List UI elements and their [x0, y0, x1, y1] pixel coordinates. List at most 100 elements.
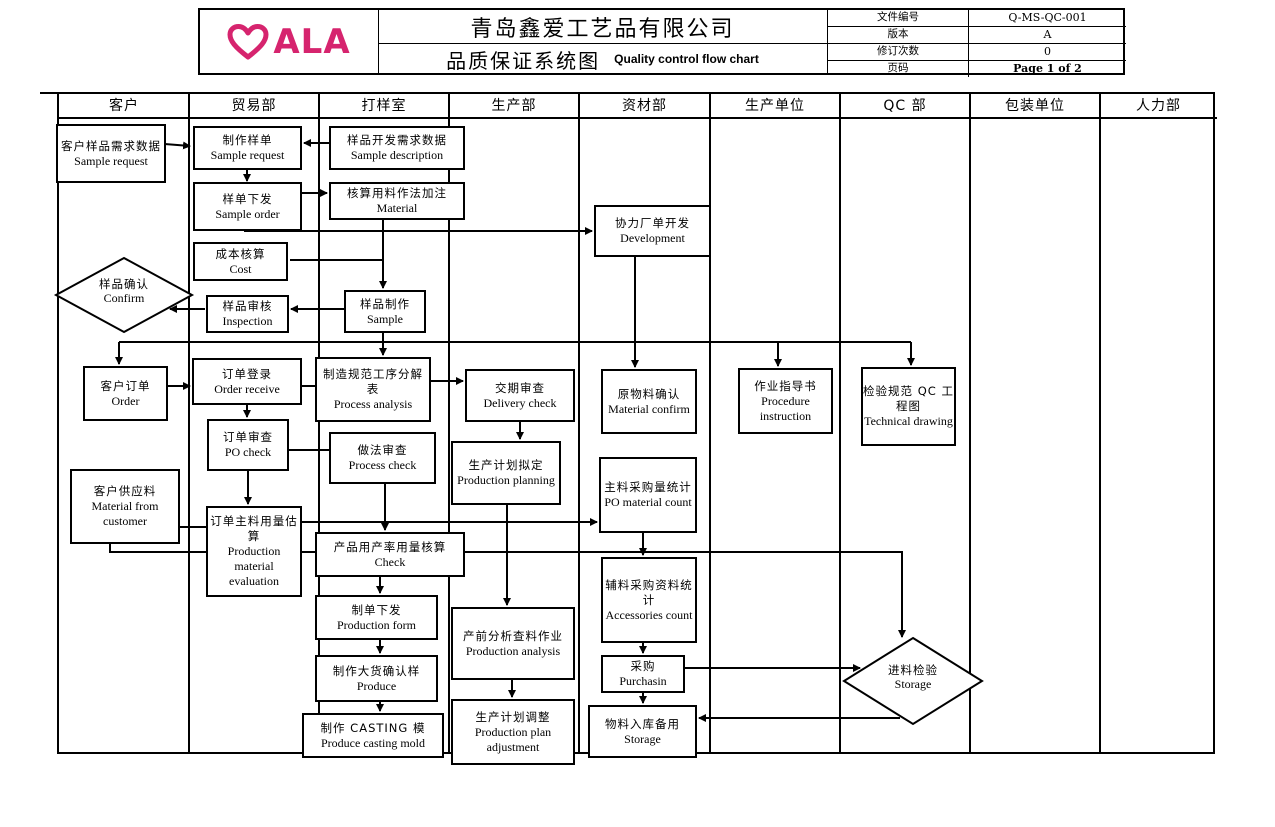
lane-header-production-unit: 生产单位 [710, 93, 840, 119]
node-label-cn: 生产计划调整 [475, 709, 551, 724]
node-label-cn: 样品审核 [222, 299, 273, 313]
node-label-cn: 制造规范工序分解表 [323, 367, 423, 396]
node-label-en: Material confirm [608, 401, 690, 416]
node-label-en: Production material evaluation [227, 544, 281, 588]
lane-header-customer: 客户 [59, 93, 189, 119]
node-label-cn: 客户订单 [100, 378, 151, 393]
company-name: 青岛鑫爱工艺品有限公司 [378, 10, 827, 44]
node-label-cn: 做法审查 [357, 443, 408, 457]
node-label-en: Production planning [457, 473, 555, 487]
node-label-en: Produce [356, 678, 397, 693]
meta-row-page: 页码 Page 1 of 2 [828, 61, 1126, 77]
top-rule [40, 92, 1215, 94]
node-label-en: Production form [337, 617, 416, 632]
node-label-cn: 制作大货确认样 [332, 663, 421, 678]
node-label-en: Storage [624, 731, 661, 746]
node-label-en: Order [111, 393, 140, 408]
node-label-cn: 生产计划拟定 [468, 458, 544, 472]
lane-header-hr: 人力部 [1100, 93, 1217, 119]
meta-row-revision: 修订次数 0 [828, 44, 1126, 61]
node-label-cn: 样品开发需求数据 [347, 133, 447, 147]
node-label-cn: 制作 CASTING 模 [320, 720, 426, 735]
node-label-en: Order receive [214, 381, 280, 396]
node-label-en: Confirm [103, 290, 145, 305]
node-label-cn: 核算用料作法加注 [347, 186, 447, 200]
node-label-cn: 产品用产率用量核算 [333, 539, 447, 554]
node-label-en: Check [374, 554, 406, 569]
meta-row-version: 版本 A [828, 27, 1126, 44]
node-label-cn: 客户供应料 [93, 484, 157, 498]
lane-divider [1099, 93, 1101, 752]
lane-header-trade: 贸易部 [189, 93, 319, 119]
node-label-en: Cost [229, 261, 252, 276]
lane-divider [188, 93, 190, 752]
node-label-en: Inspection [222, 314, 273, 328]
node-label-en: Procedure instruction [759, 393, 812, 423]
node-label-cn: 交期审查 [495, 380, 545, 395]
node-label-en: Storage [894, 676, 932, 691]
meta-value: Q-MS-QC-001 [1008, 11, 1087, 24]
meta-label: 版本 [828, 27, 969, 43]
node-label-en: Sample order [215, 206, 280, 221]
node-label-cn: 客户样品需求数据 [61, 138, 161, 153]
node-label-en: Purchasin [619, 674, 667, 688]
node-label-cn: 采购 [630, 659, 656, 673]
lane-divider [969, 93, 971, 752]
node-label-en: Production plan adjustment [474, 724, 552, 754]
lane-header-qc: QC 部 [840, 93, 970, 119]
node-label-cn: 成本核算 [215, 246, 266, 261]
node-label-cn: 物料入库备用 [605, 716, 680, 731]
meta-value: Page 1 of 2 [1013, 62, 1082, 75]
node-label-cn: 协力厂单开发 [615, 216, 690, 230]
lane-divider [709, 93, 711, 752]
document-title-en: Quality control flow chart [614, 52, 759, 66]
heart-icon [227, 23, 269, 59]
node-label-en: Sample [367, 311, 403, 326]
node-label-en: Process check [348, 458, 417, 472]
node-label-cn: 产前分析查料作业 [463, 628, 563, 643]
node-label-en: Delivery check [483, 395, 557, 410]
node-label-en: Development [620, 231, 685, 245]
node-label-cn: 样品制作 [360, 296, 410, 311]
node-label-cn: 原物料确认 [617, 386, 681, 401]
meta-value: A [1043, 28, 1052, 41]
node-label-en: Sample request [210, 148, 285, 162]
node-label-en: Sample description [350, 148, 444, 162]
node-label-en: Produce casting mold [321, 735, 425, 750]
node-label-en: PO check [224, 445, 272, 459]
node-label-cn: 辅料采购资料统计 [605, 577, 693, 607]
node-label-cn: 作业指导书 [754, 378, 817, 393]
document-title: 品质保证系统图 Quality control flow chart [378, 43, 827, 75]
node-label-cn: 进料检验 [887, 662, 938, 677]
lane-header-sampling: 打样室 [319, 93, 449, 119]
lane-divider [318, 93, 320, 752]
node-label-cn: 订单审查 [223, 430, 273, 444]
meta-label: 页码 [828, 61, 969, 77]
node-label-en: Sample request [74, 153, 148, 168]
